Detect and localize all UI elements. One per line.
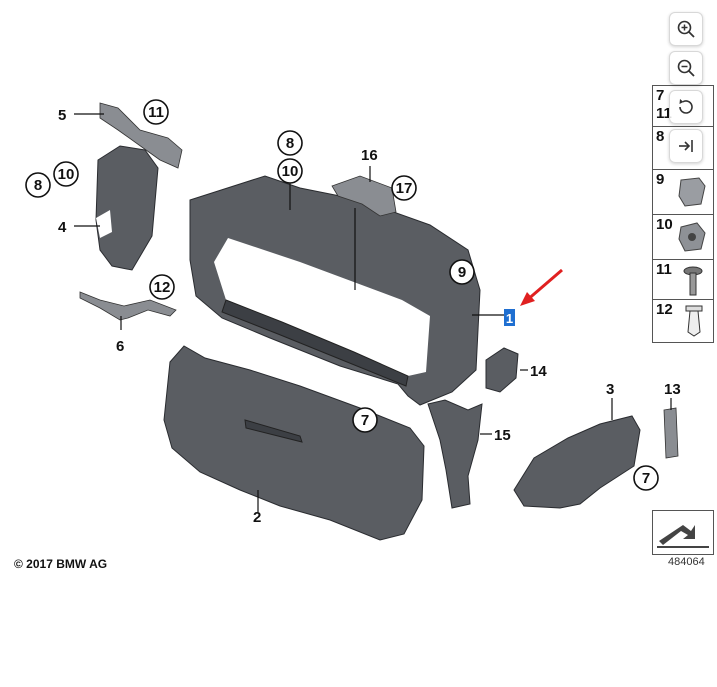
panel-label-10: 10 <box>656 216 673 233</box>
panel-cell-7-11[interactable]: 7 11 <box>653 86 713 127</box>
callout-8b-circle <box>277 130 303 156</box>
part-14-cover[interactable] <box>485 347 519 393</box>
callout-4: 4 <box>58 219 67 236</box>
leader-lines <box>74 113 672 512</box>
copyright-text: © 2017 BMW AG <box>14 557 108 571</box>
panel-cell-8[interactable]: 8 <box>653 127 713 170</box>
callout-3: 3 <box>606 381 614 398</box>
callout-7b-circle <box>633 465 659 491</box>
callout-11-circle <box>143 99 169 125</box>
callout-1-highlight[interactable] <box>504 309 515 326</box>
callout-17-circle <box>391 175 417 201</box>
callout-8a: 8 <box>34 177 42 194</box>
callout-8a-circle <box>25 172 51 198</box>
part-15-side-guide[interactable] <box>427 399 483 509</box>
callout-17: 17 <box>396 180 413 197</box>
callout-12-circle <box>149 274 175 300</box>
diagram-number: 484064 <box>668 556 705 568</box>
rotate-button[interactable] <box>669 90 703 124</box>
callout-7b: 7 <box>642 470 650 487</box>
part-2-lower-air-guide[interactable] <box>163 345 425 541</box>
callout-13: 13 <box>664 381 681 398</box>
expanding-rivet-icon <box>685 305 703 337</box>
panel-label-11b: 11 <box>656 261 672 278</box>
callout-10a-circle <box>53 161 79 187</box>
panel-cell-12[interactable]: 12 <box>653 300 713 342</box>
arrow-icon <box>657 525 709 548</box>
callout-5: 5 <box>58 107 66 124</box>
panel-label-9: 9 <box>656 171 665 188</box>
zoom-out-icon <box>677 59 695 77</box>
panel-label-7: 7 <box>656 87 665 104</box>
callout-1[interactable]: 1 <box>506 311 513 326</box>
rotate-icon <box>679 99 693 114</box>
part-3-duct[interactable] <box>513 415 641 509</box>
spring-nut-icon <box>678 222 706 252</box>
next-diagram-button[interactable] <box>652 510 714 555</box>
part-13-seal[interactable] <box>663 407 679 459</box>
callout-14: 14 <box>530 363 547 380</box>
zoom-in-button[interactable] <box>669 12 703 46</box>
clip-nut-icon <box>678 177 706 207</box>
zoom-out-button[interactable] <box>669 51 703 85</box>
callout-9: 9 <box>458 264 466 281</box>
small-parts-panel: 7 11 8 9 10 11 12 <box>652 85 714 343</box>
panel-cell-9[interactable]: 9 <box>653 170 713 215</box>
part-16-bracket[interactable] <box>331 175 397 217</box>
callout-10b-circle <box>277 158 303 184</box>
callout-11: 11 <box>148 104 164 121</box>
panel-cell-10[interactable]: 10 <box>653 215 713 260</box>
part-4-air-duct[interactable] <box>95 145 159 271</box>
part-1-radiator-frame[interactable] <box>189 175 481 406</box>
zoom-in-icon <box>677 20 695 38</box>
callout-7a: 7 <box>361 412 369 429</box>
callout-10a: 10 <box>58 166 75 183</box>
panel-label-12: 12 <box>656 301 673 318</box>
red-arrow-icon <box>520 268 563 306</box>
panel-label-8: 8 <box>656 128 665 145</box>
panel-label-11: 11 <box>656 105 672 122</box>
part-5-bracket[interactable] <box>99 102 183 169</box>
part-6-bracket[interactable] <box>79 291 177 321</box>
collapse-panel-button[interactable] <box>669 129 703 163</box>
callout-15: 15 <box>494 427 511 444</box>
collapse-panel-icon <box>679 140 693 152</box>
callout-16: 16 <box>361 147 378 164</box>
callout-8b: 8 <box>286 135 294 152</box>
callout-10b: 10 <box>282 163 299 180</box>
panel-cell-11[interactable]: 11 <box>653 260 713 300</box>
screw-icon <box>683 266 703 296</box>
callout-2: 2 <box>253 509 261 526</box>
callout-7a-circle <box>352 407 378 433</box>
callout-9-circle <box>449 259 475 285</box>
callout-12: 12 <box>154 279 171 296</box>
callout-6: 6 <box>116 338 124 355</box>
